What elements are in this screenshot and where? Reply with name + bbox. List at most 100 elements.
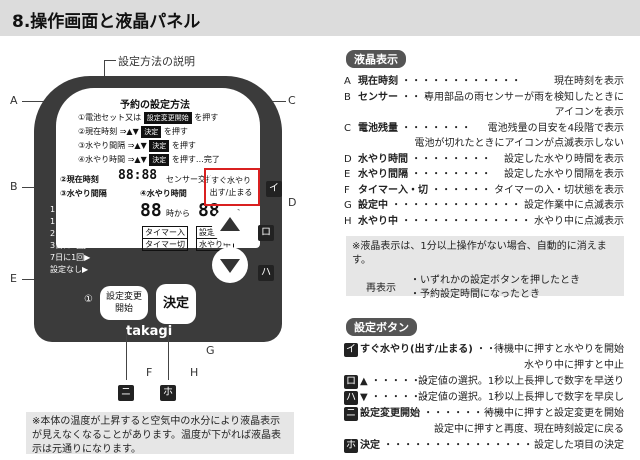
lcd-row-dots: ・・・・・・・ [398,122,472,134]
lcd-row-name: センサー [358,91,398,103]
button-row-name: 決定 [360,440,380,451]
button-row: ニ設定変更開始 ・・・・・・・・ 待機中に押すと設定変更を開始 [344,404,624,421]
callout-F: F [146,366,153,379]
leader-line [268,101,286,102]
lcd-info-box: ※液晶表示は、1分以上操作がない場合、自動的に消えます。 再表示 ・いずれかの設… [346,236,624,300]
highlight-instant-water [204,168,260,206]
up-button[interactable] [212,208,248,244]
lcd-row-name: 水やり時間 [358,153,408,165]
battery-icon: 交換 [198,175,214,184]
lcd-row-name: 水やり間隔 [358,169,408,180]
button-row-desc: 待機中に押すと設定変更を開始 [484,408,624,419]
down-button[interactable] [212,247,248,283]
lcd-row-dots: ・・・ [398,91,432,103]
redisplay-label: 再表示 [366,283,396,294]
lcd-row-letter: E [344,169,351,180]
info-line: ・いずれかの設定ボタンを押したとき [410,275,580,286]
lcd-row-name: 水やり中 [358,215,398,227]
lcd-row-letter: C [344,122,351,134]
brand-logo: takagi [126,324,173,339]
interval-label: ③水やり間隔 [60,189,107,198]
lcd-row: B センサー ・・・ 専用部品の雨センサーが雨を検知したときに [344,88,624,103]
button-row-mark: ハ [344,391,358,405]
lcd-row-desc: 設定した水やり間隔を表示 [504,169,624,180]
interval-item: 1日に2回▶ [50,205,91,214]
lcd-row-name: 電池残量 [358,122,398,134]
setting-change-button[interactable]: 設定変更 開始 [100,286,148,320]
info-line: ※液晶表示は、1分以上操作がない場合、自動的に消えます。 [352,241,607,266]
button-row: ロ▲ ・・・・・・ 設定値の選択。1秒以上長押しで数字を早送り [344,372,624,389]
lcd-row-desc: タイマーの入・切状態を表示 [494,184,624,196]
lcd-row: F タイマー入・切 ・・・・・・ タイマーの入・切状態を表示 [344,181,624,196]
lcd-row: G 設定中 ・・・・・・・・・・・・・ 設定作業中に点滅表示 [344,196,624,211]
interval-item: 7日に1回▶ [50,253,91,262]
lcd-row-letter: F [344,184,350,196]
interval-item: 2日に1回▶ [50,229,91,238]
change-number: ① [84,294,93,305]
timer-off-label: タイマー切 [142,238,188,251]
temperature-note: ※本体の温度が上昇すると空気中の水分により液晶表示が見えなくなることがあります。… [26,412,294,455]
button-row-mark: ニ [344,407,358,421]
leader-line [104,60,116,61]
instant-water-button[interactable]: すぐ水やり 出す/止まる [208,172,254,202]
lcd-row: 電池が切れたときにアイコンが点滅表示しない [344,134,625,149]
button-row-name: 設定変更開始 [360,408,420,419]
lcd-row-desc: 専用部品の雨センサーが雨を検知したときに [424,91,624,103]
interval-list: 1日に2回▶ 1日に1回▶ 2日に1回▶ 3日に1回▶ 7日に1回▶ 設定なし▶ [50,204,90,276]
lcd-section-title: 液晶表示 [346,50,406,68]
callout-E: E [10,272,17,285]
button-row-dots: ・・・・・・ [367,392,431,403]
lcd-row-name: 設定中 [358,200,388,211]
lcd-row-letter: A [344,76,351,87]
callout-G: G [206,344,215,357]
lcd-row-letter: B [344,91,351,103]
marker-ro: ロ [258,220,274,241]
callout-C: C [288,94,296,107]
lcd-row-dots: ・・・・・・・・・・・・・ [388,200,522,211]
lcd-row-name: 現在時刻 [358,76,398,87]
info-line: ・予約設定時間になったとき [410,289,540,300]
watering-label: 水やり中 [196,238,234,251]
lcd-row-dots: ・・・・・・・・ [408,153,492,165]
lcd-row-name: タイマー入・切 [358,184,428,196]
lcd-row-desc: 水やり中に点滅表示 [534,215,624,227]
button-row-dots: ・・・・・・・・・・・・・・・ [380,440,534,451]
lcd-row-letter: G [344,200,352,211]
marker-ho: ホ [160,380,176,401]
step4: ④水やり時間 ⇒▲▼ 決定 を押す…完了 [78,154,220,166]
lcd-row-dots: ・・・・・・ [428,184,492,196]
page-header: 8.操作画面と液晶パネル [0,0,640,36]
button-row: ホ決定 ・・・・・・・・・・・・・・・ 設定した項目の決定 [344,436,624,453]
time-label: ④水やり時間 [140,189,187,198]
button-row-name: ▼ [360,392,368,403]
callout-A: A [10,94,18,107]
leader-line [168,334,169,380]
button-row-mark: ロ [344,375,358,389]
callout-H: H [190,366,199,379]
button-row-mark: イ [344,343,358,357]
button-row-dots: ・・・・・・ [367,376,431,387]
lcd-row-desc: アイコンを表示 [554,107,625,118]
redisplay-block: 再表示 ・いずれかの設定ボタンを押したとき ・予約設定時間になったとき [352,274,618,304]
marker-i: イ [266,176,282,197]
step3: ③水やり間隔 ⇒▲▼ 決定 を押す [78,140,196,152]
interval-item: 1日に1回▶ [50,217,91,226]
button-row: イすぐ水やり(出す/止まる) ・・・ 待機中に押すと水やりを開始 [344,340,624,357]
lcd-row-desc: 電池が切れたときにアイコンが点滅表示しない [414,138,625,149]
button-row-desc: 水やり中に押すと中止 [524,360,624,371]
lcd-row-desc: 設定作業中に点滅表示 [524,200,624,211]
button-row: ハ▼ ・・・・・・ 設定値の選択。1秒以上長押しで数字を早戻し [344,388,624,405]
marker-ha: ハ [258,260,274,281]
hour-digits: 88 [140,200,162,221]
decide-button[interactable]: 決定 [156,284,196,324]
panel-heading: 予約の設定方法 [120,100,190,111]
button-row-name: すぐ水やり(出す/止まる) [360,344,473,355]
button-row-desc: 設定値の選択。1秒以上長押しで数字を早戻し [417,392,624,403]
hour-unit: 時から [166,209,190,218]
page-title: 8.操作画面と液晶パネル [12,12,201,32]
